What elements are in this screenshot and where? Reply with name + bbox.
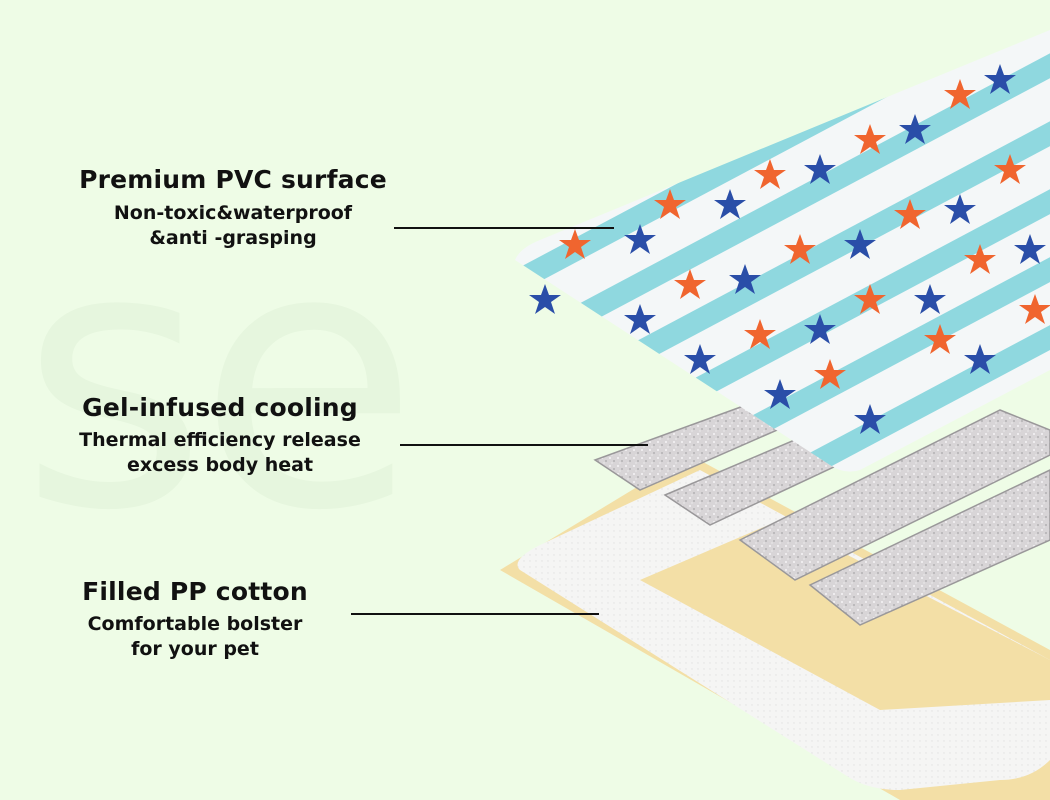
layer-label-gel-cooling: Gel-infused cooling Thermal efficiency r… (40, 393, 400, 478)
leader-line-gel-cooling (400, 444, 648, 446)
layer-description-line: Non-toxic&waterproof (113, 202, 353, 224)
layer-label-pp-cotton: Filled PP cotton Comfortable bolster for… (40, 577, 350, 662)
layer-title: Premium PVC surface (79, 165, 387, 194)
layer-description-line: Thermal efficiency release (79, 429, 361, 451)
pvc-cover-layer (515, 30, 1050, 472)
layer-title: Gel-infused cooling (82, 393, 358, 422)
layer-description-line: Comfortable bolster (87, 613, 303, 635)
leader-line-pvc-surface (394, 227, 614, 229)
layer-description-line: &anti -grasping (149, 227, 317, 249)
bolster-layer (517, 470, 1050, 790)
layer-description-line: excess body heat (126, 454, 314, 476)
layer-title: Filled PP cotton (82, 577, 308, 606)
leader-line-pp-cotton (351, 613, 599, 615)
watermark-text: se (20, 170, 419, 589)
layer-label-pvc-surface: Premium PVC surface Non-toxic&waterproof… (52, 165, 414, 251)
layer-description-line: for your pet (131, 638, 259, 660)
